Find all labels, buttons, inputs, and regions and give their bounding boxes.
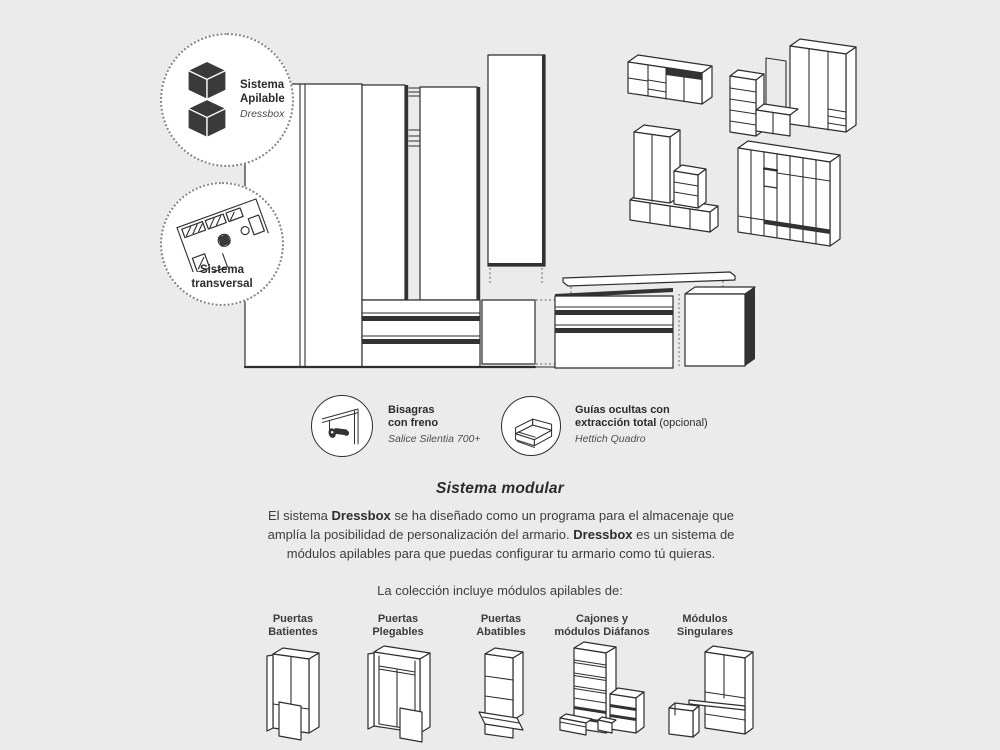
stacked-cubes-icon (187, 60, 227, 139)
slide-feature-text: Guías ocultas con extracción total (opci… (575, 404, 725, 445)
badge-apilable-brand: Dressbox (240, 108, 285, 120)
floorplan-icon (176, 198, 269, 272)
slide-title-line2: extracción total (opcional) (575, 417, 708, 429)
slide-title-note: (opcional) (659, 417, 708, 429)
hinge-feature-circle (311, 395, 373, 457)
section-heading: Sistema modular (436, 480, 564, 497)
badge-transversal-line1: Sistema (199, 264, 245, 276)
slide-model: Hettich Quadro (575, 433, 646, 445)
composition-sideboard (627, 54, 713, 105)
slide-feature-circle (501, 396, 561, 456)
hinge-title-line1: Bisagras (388, 404, 435, 416)
module-drawing-cajones-diafanos (559, 641, 645, 736)
module-drawing-puertas-plegables (367, 645, 431, 743)
hinge-title-line2: con freno (388, 417, 439, 429)
hinge-feature-text: Bisagras con freno Salice Silentia 700+ (388, 404, 508, 445)
hinge-model: Salice Silentia 700+ (388, 433, 481, 445)
badge-sistema-apilable: Sistema Apilable Dressbox (160, 33, 294, 167)
badge-apilable-line1: Sistema (240, 79, 285, 91)
collection-intro: La colección incluye módulos apilables d… (377, 583, 623, 598)
badge-transversal-line2: transversal (191, 277, 253, 290)
slide-title-line1: Guías ocultas con (575, 404, 670, 416)
badge-apilable-line2: Apilable (240, 92, 285, 105)
badge-sistema-transversal: Sistema transversal (160, 182, 284, 306)
drawer-slide-icon (515, 418, 553, 448)
composition-bench-wardrobe (729, 38, 857, 137)
module-drawing-puertas-batientes (266, 647, 320, 741)
hinge-icon (321, 408, 359, 445)
wardrobe-elevation-drawing (243, 54, 756, 369)
composition-stepped-units (629, 124, 719, 233)
modular-compositions-drawing (627, 38, 857, 247)
module-drawing-puertas-abatibles (478, 647, 524, 739)
module-drawing-modulos-singulares (668, 645, 754, 738)
section-paragraph: El sistema Dressbox se ha diseñado como … (267, 508, 735, 561)
composition-wardrobe-wall (737, 140, 841, 247)
